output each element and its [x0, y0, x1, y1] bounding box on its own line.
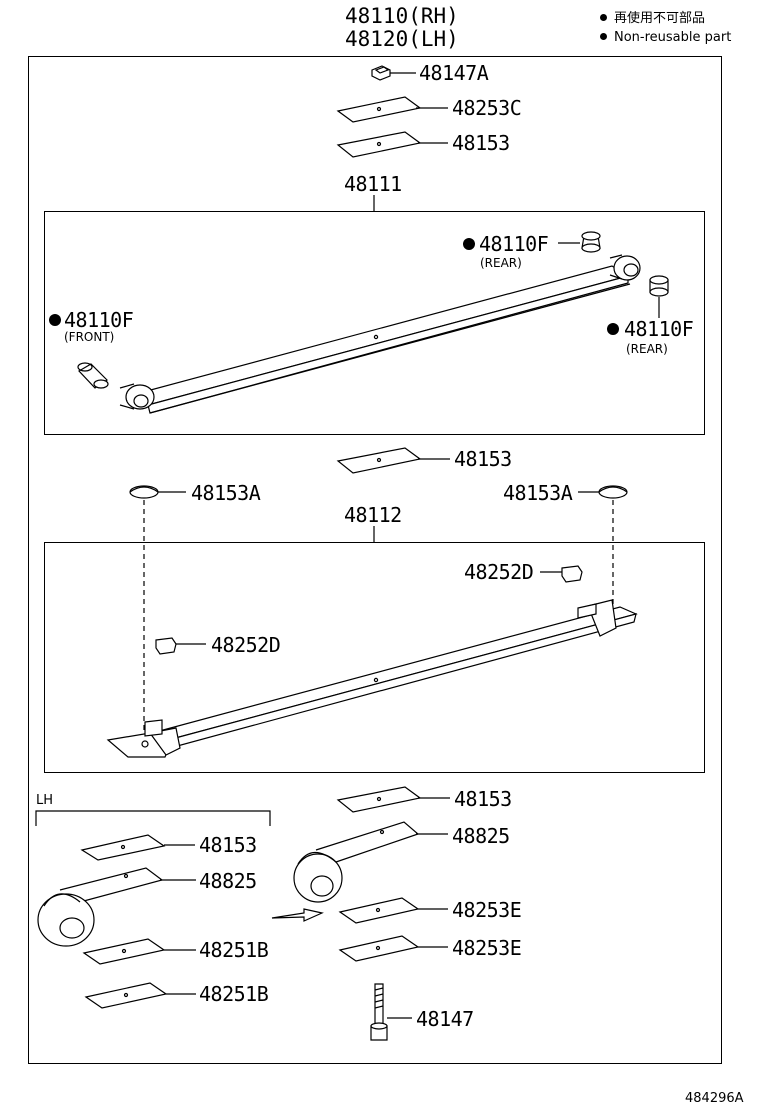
bolt-48147-icon: [370, 983, 412, 1041]
label-rh-48825: 48825: [452, 824, 510, 848]
label-rh-48153: 48153: [454, 787, 512, 811]
arrow-icon: [271, 908, 324, 922]
leaf-spring-48112-icon: [106, 599, 638, 758]
label-lh-48251b-upper: 48251B: [199, 938, 269, 962]
label-48110f-rear2: 48110F: [624, 317, 694, 341]
part-number-lh: 48120(LH): [345, 27, 459, 51]
pad-48153a-right-icon: [578, 485, 628, 499]
legend-non-reusable-en: Non-reusable part: [614, 30, 732, 45]
label-48153a-left: 48153A: [191, 481, 261, 505]
bracket-lh-48825-icon: [37, 867, 196, 947]
diagram-id: 484296A: [685, 1091, 744, 1106]
plate-rh-48253e-lower-icon: [338, 935, 448, 962]
bushing-front-icon: [77, 362, 109, 389]
non-reusable-bullet-rear2-icon: [607, 323, 619, 335]
label-48252d-lower: 48252D: [211, 633, 281, 657]
label-lh-48251b-lower: 48251B: [199, 982, 269, 1006]
clip-48252d-upper-icon: [540, 565, 583, 583]
leaf-spring-48111-icon: [119, 254, 641, 414]
clip-48252d-lower-icon: [155, 637, 206, 655]
label-48252d-upper: 48252D: [464, 560, 534, 584]
non-reusable-bullet-front-icon: [49, 314, 61, 326]
legend-non-reusable-jp: 再使用不可部品: [614, 11, 706, 26]
label-48110f-rear1: 48110F: [479, 232, 549, 256]
bushing-rear-upper-icon: [558, 231, 601, 253]
bushing-rear-lower-icon: [649, 275, 669, 318]
pad-48153a-left-icon: [129, 485, 186, 499]
leaf-spring-48111-frame: [44, 211, 705, 435]
nut-48147a-icon: [371, 65, 416, 81]
part-number-rh: 48110(RH): [345, 4, 459, 28]
label-lh-48153: 48153: [199, 833, 257, 857]
legend-bullet-icon: [600, 33, 607, 40]
label-48111: 48111: [344, 172, 402, 196]
plate-48253c-icon: [336, 96, 448, 123]
label-rear2: (REAR): [626, 342, 668, 356]
legend-bullet-icon: [600, 14, 607, 21]
label-48112: 48112: [344, 503, 402, 527]
label-48147a: 48147A: [419, 61, 489, 85]
label-rh-48253e-lower: 48253E: [452, 936, 522, 960]
non-reusable-bullet-rear1-icon: [463, 238, 475, 250]
outer-frame: [28, 56, 722, 1064]
label-lh: LH: [36, 793, 54, 808]
plate-rh-48153-icon: [336, 786, 450, 813]
leaf-spring-48112-frame: [44, 542, 705, 773]
plate-lh-48251b-lower-icon: [84, 982, 196, 1009]
label-48153-mid: 48153: [454, 447, 512, 471]
plate-48153-mid-icon: [336, 447, 450, 474]
plate-48153-top-icon: [336, 131, 448, 158]
plate-lh-48251b-upper-icon: [82, 938, 196, 965]
label-48153a-right: 48153A: [503, 481, 573, 505]
label-48110f-front: 48110F: [64, 308, 134, 332]
label-48153-top: 48153: [452, 131, 510, 155]
label-front: (FRONT): [64, 330, 115, 344]
plate-lh-48153-icon: [80, 834, 195, 861]
label-rear1: (REAR): [480, 256, 522, 270]
bracket-rh-48825-icon: [293, 821, 448, 903]
label-rh-48253e-upper: 48253E: [452, 898, 522, 922]
label-lh-48825: 48825: [199, 869, 257, 893]
plate-rh-48253e-upper-icon: [338, 897, 448, 924]
label-48253c: 48253C: [452, 96, 522, 120]
label-48147: 48147: [416, 1007, 474, 1031]
